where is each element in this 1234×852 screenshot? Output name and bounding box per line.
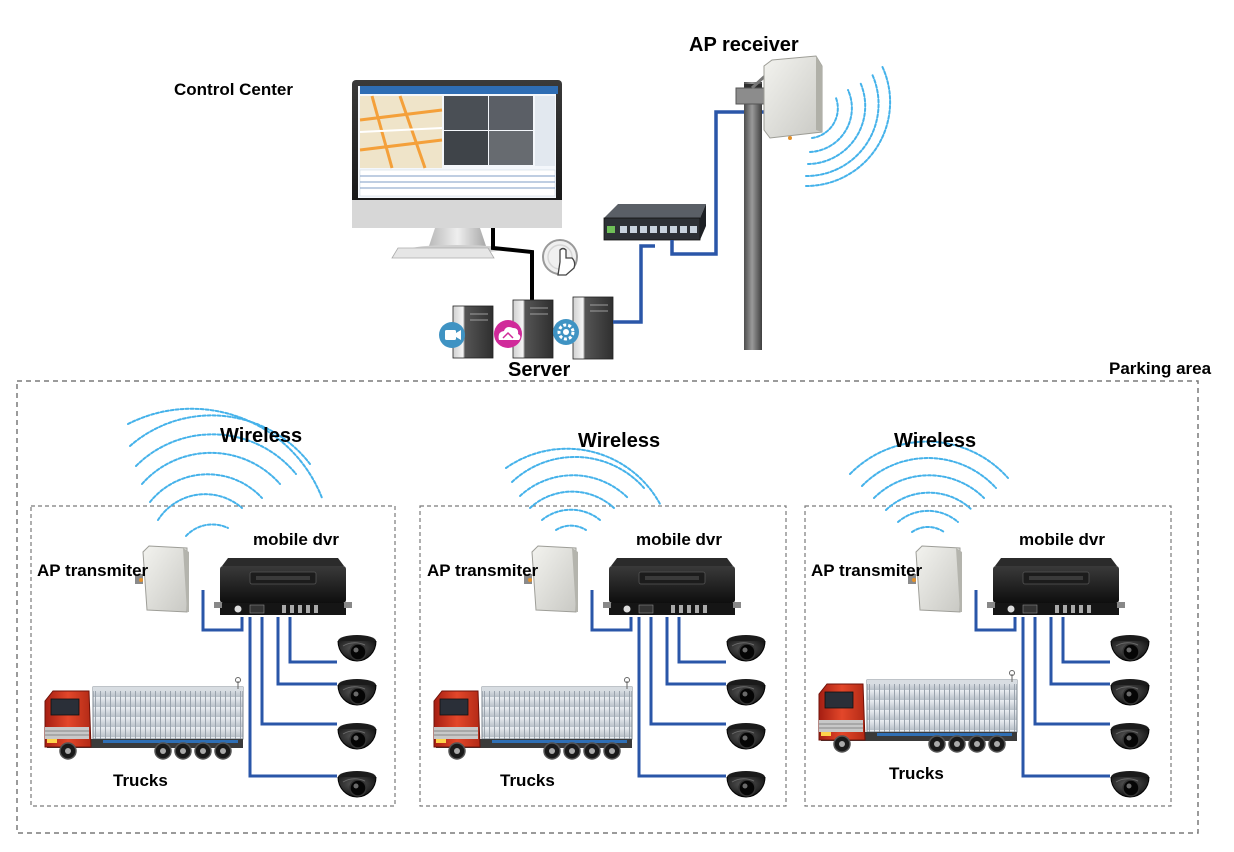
vehicle-box-3 <box>804 505 1172 807</box>
dvr-recorder-icon <box>602 557 742 616</box>
wifi-waves-icon <box>805 65 892 188</box>
dome-camera-icon <box>337 722 377 750</box>
dome-camera-icon <box>726 722 766 750</box>
wireless-label: Wireless <box>894 430 977 452</box>
dome-camera-icon <box>337 678 377 706</box>
ap-transmitter-label: AP transmiter <box>427 561 539 580</box>
wifi-waves-icon <box>127 407 323 537</box>
wifi-waves-icon <box>505 447 661 531</box>
camera-icon <box>439 322 465 348</box>
ap-panel-icon <box>763 55 823 140</box>
ap-transmitter-label: AP transmiter <box>37 561 149 580</box>
ap-transmitter-label: AP transmiter <box>811 561 923 580</box>
dome-camera-icon <box>1110 722 1150 750</box>
dome-camera-icon <box>1110 678 1150 706</box>
wireless-label: Wireless <box>578 430 661 452</box>
gear-icon <box>553 319 579 345</box>
dome-camera-icon <box>726 770 766 798</box>
wifi-waves-icon <box>849 440 1009 533</box>
ap-receiver-label: AP receiver <box>689 34 799 56</box>
trucks-label: Trucks <box>889 764 944 783</box>
parking-area-border <box>16 380 1199 834</box>
trucks-label: Trucks <box>500 771 555 790</box>
server-label: Server <box>508 359 571 381</box>
dome-camera-icon <box>337 770 377 798</box>
keyboard-icon <box>391 247 495 259</box>
vehicle-unit-1 <box>44 407 377 798</box>
cloud-icon <box>494 320 522 348</box>
control-center-label: Control Center <box>174 80 293 99</box>
network-switch-icon <box>603 204 706 241</box>
mobile-dvr-label: mobile dvr <box>636 530 722 549</box>
wireless-label: Wireless <box>220 425 303 447</box>
mouse-icon <box>542 239 578 276</box>
vehicle-box-2 <box>419 505 787 807</box>
truck-icon <box>818 669 1018 753</box>
truck-icon <box>44 676 244 760</box>
dome-camera-icon <box>726 678 766 706</box>
monitor-icon <box>352 80 562 253</box>
dome-camera-icon <box>726 634 766 662</box>
dome-camera-icon <box>1110 770 1150 798</box>
mobile-dvr-label: mobile dvr <box>1019 530 1105 549</box>
vehicle-box-1 <box>30 505 396 807</box>
vehicle-unit-2 <box>433 447 766 798</box>
dvr-recorder-icon <box>213 557 353 616</box>
vehicle-unit-3 <box>818 440 1150 798</box>
dome-camera-icon <box>337 634 377 662</box>
dome-camera-icon <box>1110 634 1150 662</box>
parking-area-label: Parking area <box>1109 359 1212 378</box>
antenna-pole-icon <box>735 73 773 350</box>
server-tower-icon <box>452 296 614 360</box>
trucks-label: Trucks <box>113 771 168 790</box>
truck-icon <box>433 676 633 760</box>
mobile-dvr-label: mobile dvr <box>253 530 339 549</box>
dvr-recorder-icon <box>986 557 1126 616</box>
